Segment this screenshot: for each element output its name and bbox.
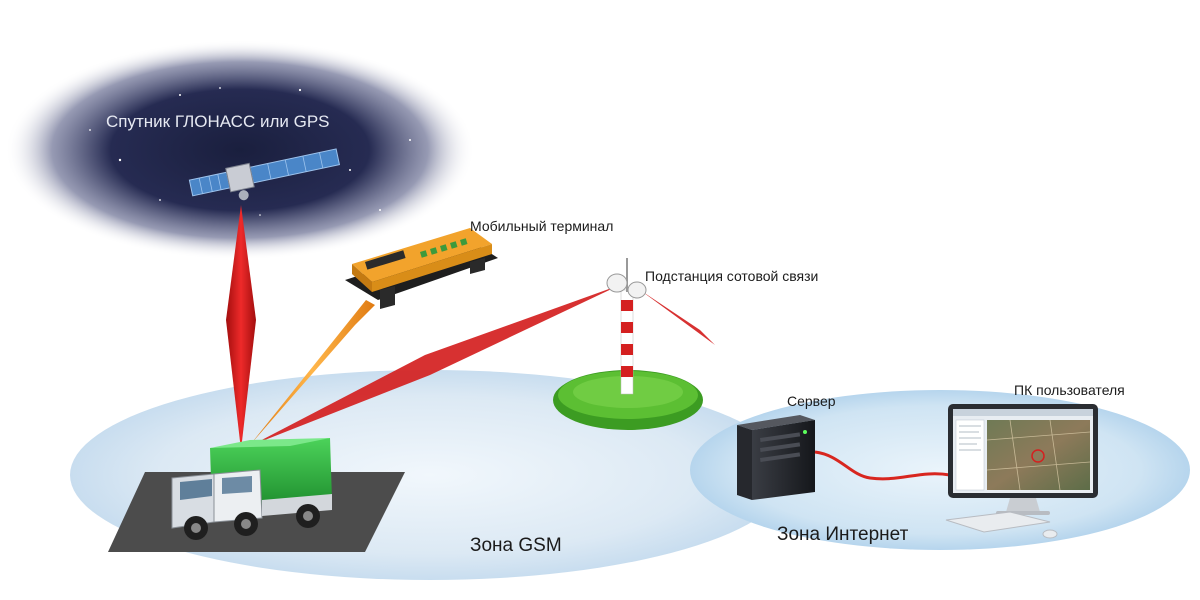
satellite-sky [5, 40, 475, 260]
cell-tower-icon [553, 258, 703, 430]
internet-zone-label: Зона Интернет [777, 524, 909, 545]
satellite-label: Спутник ГЛОНАСС или GPS [106, 112, 330, 131]
cell-tower-label: Подстанция сотовой связи [645, 268, 819, 284]
monitor-icon [945, 404, 1098, 539]
satellite-signal-beam [226, 205, 256, 450]
server-icon [737, 415, 815, 500]
satellite-icon [188, 148, 341, 201]
truck-to-tower-beam [252, 285, 620, 445]
truck-icon [171, 438, 332, 540]
terminal-link-beam [250, 300, 375, 445]
server-label: Сервер [787, 393, 836, 409]
gsm-zone-label: Зона GSM [470, 535, 562, 556]
user-pc-label: ПК пользователя [1014, 382, 1125, 398]
gps-terminal-icon [345, 228, 498, 309]
mobile-terminal-label: Мобильный терминал [470, 218, 614, 234]
stars [89, 87, 411, 216]
